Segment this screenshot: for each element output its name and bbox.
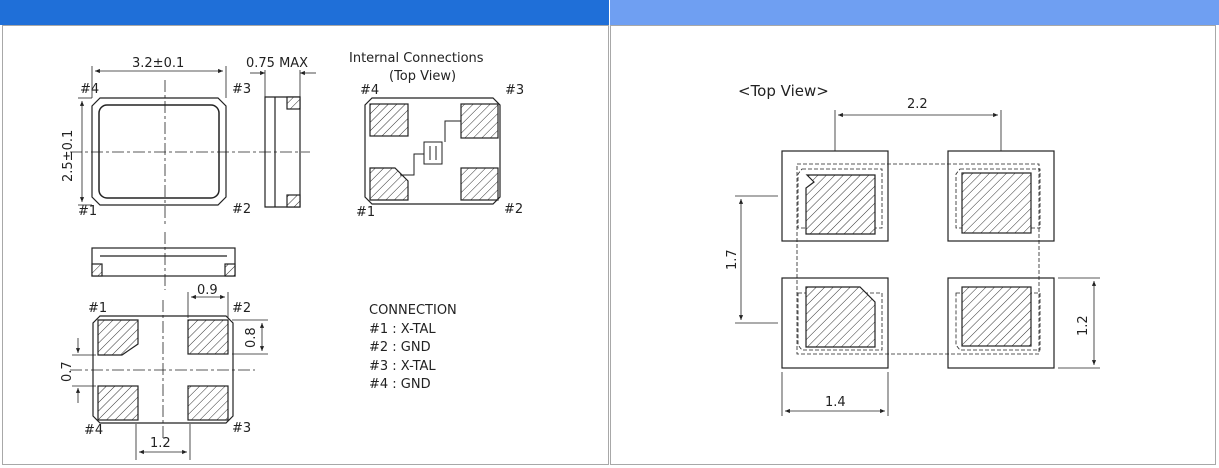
package-bottom-view	[70, 300, 255, 440]
package-top-view	[70, 80, 310, 225]
bottom-pin4-label: #4	[84, 423, 103, 438]
land-width-label: 1.4	[825, 395, 846, 410]
package-side-view	[264, 96, 301, 208]
internal-pin4-label: #4	[360, 83, 379, 98]
pad-height-dimension	[232, 319, 268, 355]
package-front-view	[91, 232, 236, 290]
bottom-pin3-label: #3	[232, 421, 251, 436]
internal-pin2-label: #2	[504, 202, 523, 217]
height-dimension-label: 2.5±0.1	[61, 130, 76, 182]
pin1-label: #1	[78, 204, 97, 219]
right-panel	[610, 25, 1216, 465]
pad-gap-dimension	[72, 338, 96, 403]
internal-connections-subtitle: (Top View)	[389, 69, 456, 84]
internal-pin1-label: #1	[356, 205, 375, 220]
pad-height-label: 0.8	[244, 327, 259, 348]
pad-pitch-label: 1.2	[150, 436, 171, 451]
pad-width-label: 0.9	[197, 283, 218, 298]
pitch-y-label: 1.7	[725, 249, 740, 270]
pad-gap-label: 0.7	[60, 361, 75, 382]
pin4-label: #4	[80, 82, 99, 97]
pitch-x-dimension	[834, 110, 1002, 151]
width-dimension	[91, 66, 227, 98]
bottom-pin1-label: #1	[88, 301, 107, 316]
internal-pin3-label: #3	[505, 83, 524, 98]
land-pattern	[781, 150, 1055, 369]
width-dimension-label: 3.2±0.1	[132, 56, 184, 71]
pitch-y-dimension	[735, 195, 778, 324]
land-height-dimension	[1058, 277, 1100, 369]
internal-connections-title: Internal Connections	[349, 51, 484, 66]
height-dimension	[78, 97, 92, 206]
connection-row-4: #4 : GND	[369, 377, 431, 392]
pin2-label: #2	[232, 202, 251, 217]
land-height-label: 1.2	[1076, 315, 1091, 336]
connection-title: CONNECTION	[369, 303, 457, 318]
thickness-dimension	[250, 70, 316, 97]
right-header-bar	[610, 0, 1219, 25]
left-header-bar	[0, 0, 609, 25]
pin3-label: #3	[232, 82, 251, 97]
bottom-pin2-label: #2	[232, 301, 251, 316]
internal-connections-diagram	[364, 97, 501, 205]
thickness-dimension-label: 0.75 MAX	[246, 56, 308, 71]
connection-row-1: #1 : X-TAL	[369, 322, 436, 337]
top-view-title: <Top View>	[738, 82, 829, 100]
connection-row-3: #3 : X-TAL	[369, 359, 436, 374]
land-width-dimension	[781, 372, 889, 416]
pitch-x-label: 2.2	[907, 97, 928, 112]
pad-pitch-dimension	[135, 424, 191, 460]
pad-width-dimension	[187, 292, 229, 318]
connection-row-2: #2 : GND	[369, 340, 431, 355]
